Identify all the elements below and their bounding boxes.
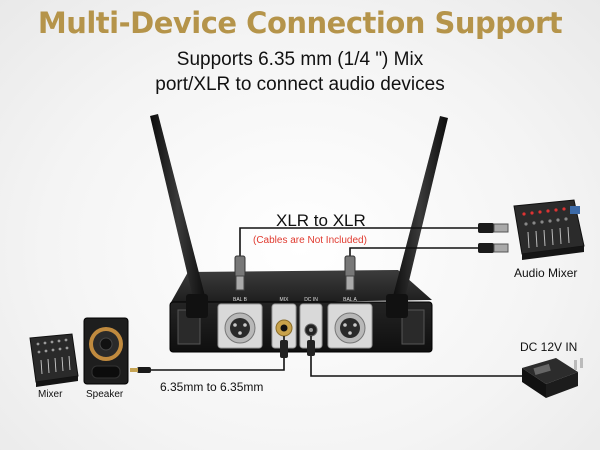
- port-label-mix: MIX: [280, 297, 290, 303]
- audio-mixer-device: [513, 199, 585, 260]
- subtitle-line-2: port/XLR to connect audio devices: [155, 74, 445, 95]
- small-mixer-device: [29, 333, 79, 387]
- page-subtitle: Supports 6.35 mm (1/4 ") Mix port/XLR to…: [0, 47, 600, 97]
- right-antenna: [386, 116, 448, 318]
- xlr-cable-a: [349, 247, 498, 268]
- right-bracket: [401, 309, 425, 345]
- xlr-cable-label: XLR to XLR: [276, 211, 366, 230]
- port-label-bal-b: BAL B: [233, 297, 248, 303]
- xlr-cables: [239, 227, 498, 268]
- left-antenna: [150, 114, 208, 318]
- xlr-cable-b: [239, 227, 498, 268]
- xlr-plugs-receiver: [234, 255, 356, 291]
- jack-cable-label: 6.35mm to 6.35mm: [160, 380, 264, 394]
- audio-mixer-label: Audio Mixer: [514, 266, 578, 280]
- page-title: Multi-Device Connection Support: [37, 6, 563, 40]
- port-label-bal-a: BAL A: [343, 297, 357, 303]
- port-dc-in: [299, 303, 323, 349]
- power-adapter-device: [522, 358, 583, 398]
- dc-plug: [307, 340, 315, 356]
- port-label-dc-in: DC IN: [304, 297, 318, 303]
- dc-in-label: DC 12V IN: [520, 340, 578, 354]
- speaker-label: Speaker: [86, 389, 124, 400]
- port-bal-b: [217, 303, 263, 349]
- jack-plug-tip: [130, 368, 138, 372]
- mixer-label: Mixer: [38, 389, 63, 400]
- xlr-plugs-mixer: [478, 223, 509, 253]
- port-bal-a: [327, 303, 373, 349]
- speaker-device: [83, 317, 129, 385]
- cables-note: (Cables are Not Included): [253, 235, 367, 246]
- jack-plug-speaker: [137, 367, 151, 373]
- jack-plug-receiver: [280, 340, 288, 358]
- subtitle-line-1: Supports 6.35 mm (1/4 ") Mix: [176, 49, 424, 70]
